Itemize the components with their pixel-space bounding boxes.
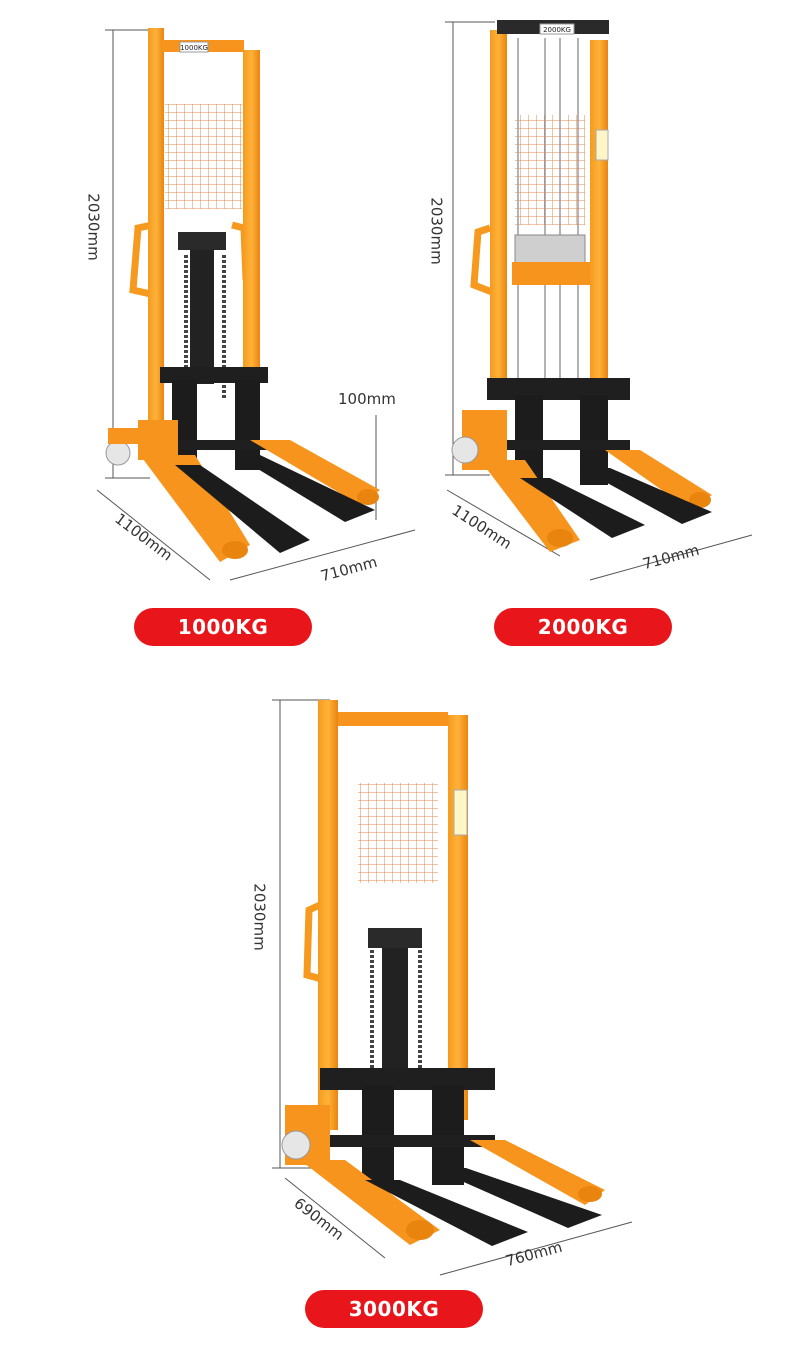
height-label-1: 2030mm xyxy=(84,193,103,261)
dimension-lines-3 xyxy=(272,699,633,1276)
capacity-badge-3000kg: 3000KG xyxy=(305,1290,483,1328)
lift-min-label-1: 100mm xyxy=(338,390,396,408)
stacker-2000kg: 2000KG xyxy=(445,20,753,581)
model-plate-1: 1000KG xyxy=(180,44,208,52)
capacity-badge-1000kg: 1000KG xyxy=(134,608,312,646)
dimension-lines-1 xyxy=(96,29,416,581)
stacker-1000kg: 1000KG xyxy=(96,28,416,581)
height-label-3: 2030mm xyxy=(250,883,269,951)
capacity-badge-2000kg: 2000KG xyxy=(494,608,672,646)
stacker-3000kg xyxy=(272,699,633,1276)
dimension-lines-2 xyxy=(445,21,753,581)
height-label-2: 2030mm xyxy=(427,197,446,265)
model-plate-2: 2000KG xyxy=(543,26,571,34)
